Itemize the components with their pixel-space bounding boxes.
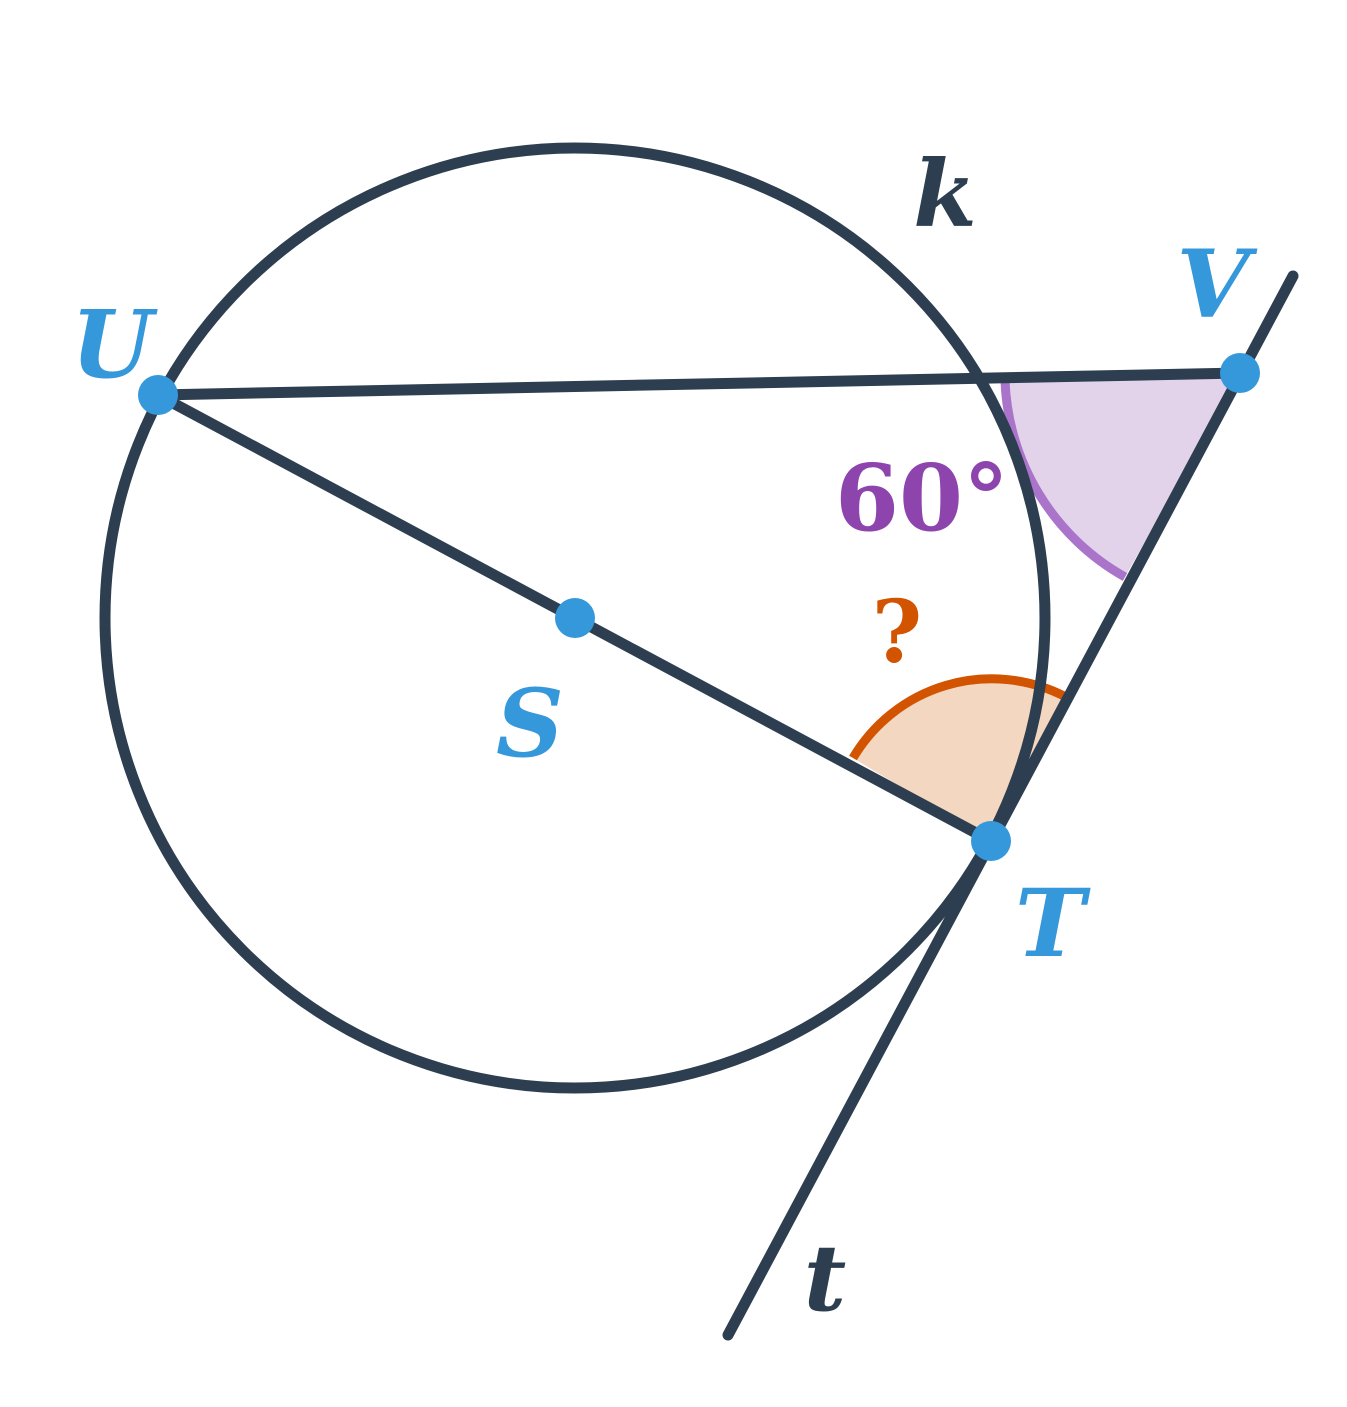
point-t bbox=[971, 821, 1011, 861]
point-s bbox=[555, 598, 595, 638]
segment-uv bbox=[152, 367, 1246, 401]
label-circle-k: k bbox=[913, 140, 977, 248]
label-tangent-t: t bbox=[804, 1224, 847, 1332]
tangent-line-t bbox=[722, 270, 1299, 1341]
label-point-u: U bbox=[71, 290, 158, 400]
point-u bbox=[138, 375, 178, 415]
circle-k bbox=[99, 142, 1051, 1094]
point-v bbox=[1220, 353, 1260, 393]
label-point-t: T bbox=[1015, 869, 1091, 979]
label-point-v: V bbox=[1177, 230, 1258, 340]
angle-label-unknown: ? bbox=[872, 582, 922, 683]
angle-label-known: 60° bbox=[835, 444, 1009, 552]
angle-v-arc bbox=[1000, 379, 1128, 581]
angle-t-arc bbox=[849, 674, 1067, 761]
label-point-s: S bbox=[496, 669, 564, 779]
